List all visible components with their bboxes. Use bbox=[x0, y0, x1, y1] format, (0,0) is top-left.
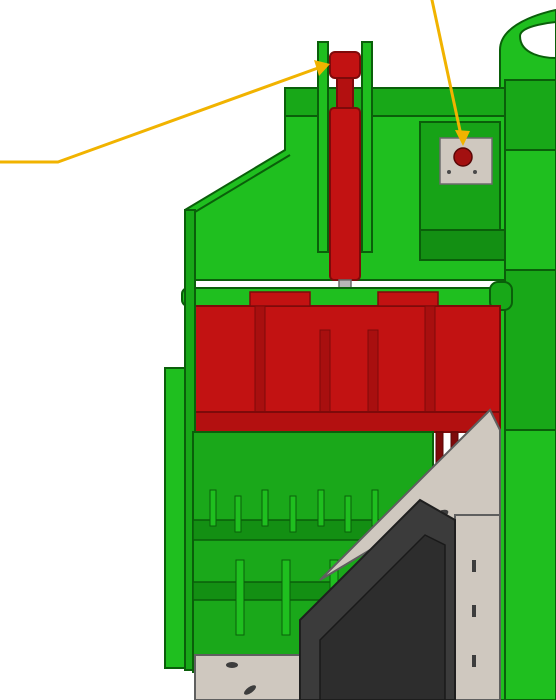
rail-bar-body bbox=[181, 287, 508, 307]
lower-pin bbox=[209, 489, 217, 527]
lower-pin bbox=[261, 489, 269, 527]
chute-inner bbox=[319, 534, 446, 700]
indicator-bolt-right bbox=[473, 170, 477, 174]
beige-bottom-slot-2 bbox=[244, 685, 256, 695]
upper-housing-lower-band bbox=[419, 229, 506, 261]
discharge-chute bbox=[299, 498, 456, 700]
lower-pin bbox=[317, 489, 325, 527]
callout-arrows bbox=[0, 0, 470, 164]
beige-slot-3 bbox=[472, 605, 476, 617]
indicator-bolt-left bbox=[447, 170, 451, 174]
right-frame-tower bbox=[499, 8, 556, 700]
hydraulic-cylinder-neck bbox=[336, 77, 354, 111]
rake-bottom-bar bbox=[189, 411, 501, 433]
lower-post bbox=[281, 559, 291, 636]
beige-bottom-slot-1 bbox=[226, 662, 238, 668]
rake-ribs-4 bbox=[424, 305, 436, 417]
hydraulic-cylinder-body bbox=[329, 107, 361, 281]
lower-pin bbox=[289, 495, 297, 533]
rake-top-lip-left bbox=[249, 291, 311, 307]
bracket-right bbox=[361, 41, 373, 253]
callout-arrowhead-indicator bbox=[455, 130, 470, 146]
hydraulic-cylinder-top-mount bbox=[329, 51, 361, 79]
beige-bottom-plate bbox=[194, 654, 301, 700]
right-frame-panel-4 bbox=[504, 429, 556, 700]
callout-arrow-indicator bbox=[430, 0, 464, 142]
lower-post bbox=[235, 559, 245, 636]
rake-ribs bbox=[254, 305, 266, 417]
beige-vertical-plate bbox=[454, 514, 501, 700]
beige-slot-2 bbox=[472, 560, 476, 572]
lower-pin bbox=[371, 489, 379, 527]
rake-top-lip-right bbox=[377, 291, 439, 307]
right-frame-panel-3 bbox=[504, 269, 556, 431]
indicator-knob bbox=[453, 147, 473, 167]
housing-slope-line bbox=[189, 154, 291, 216]
rake-plate bbox=[189, 305, 501, 427]
right-frame-panel-2 bbox=[504, 149, 556, 271]
beige-slot-4 bbox=[472, 655, 476, 667]
cylinder-bracket bbox=[317, 41, 373, 253]
lower-pin bbox=[344, 495, 352, 533]
rake-ribs-2 bbox=[319, 329, 331, 421]
lower-pin bbox=[234, 495, 242, 533]
callout-arrowhead-cylinder bbox=[314, 60, 330, 76]
callout-arrow-cylinder bbox=[0, 66, 320, 164]
bracket-left bbox=[317, 41, 329, 253]
right-frame-panel-1 bbox=[504, 79, 556, 151]
right-frame-cap-hole bbox=[518, 20, 556, 60]
rake-ribs-3 bbox=[367, 329, 379, 421]
